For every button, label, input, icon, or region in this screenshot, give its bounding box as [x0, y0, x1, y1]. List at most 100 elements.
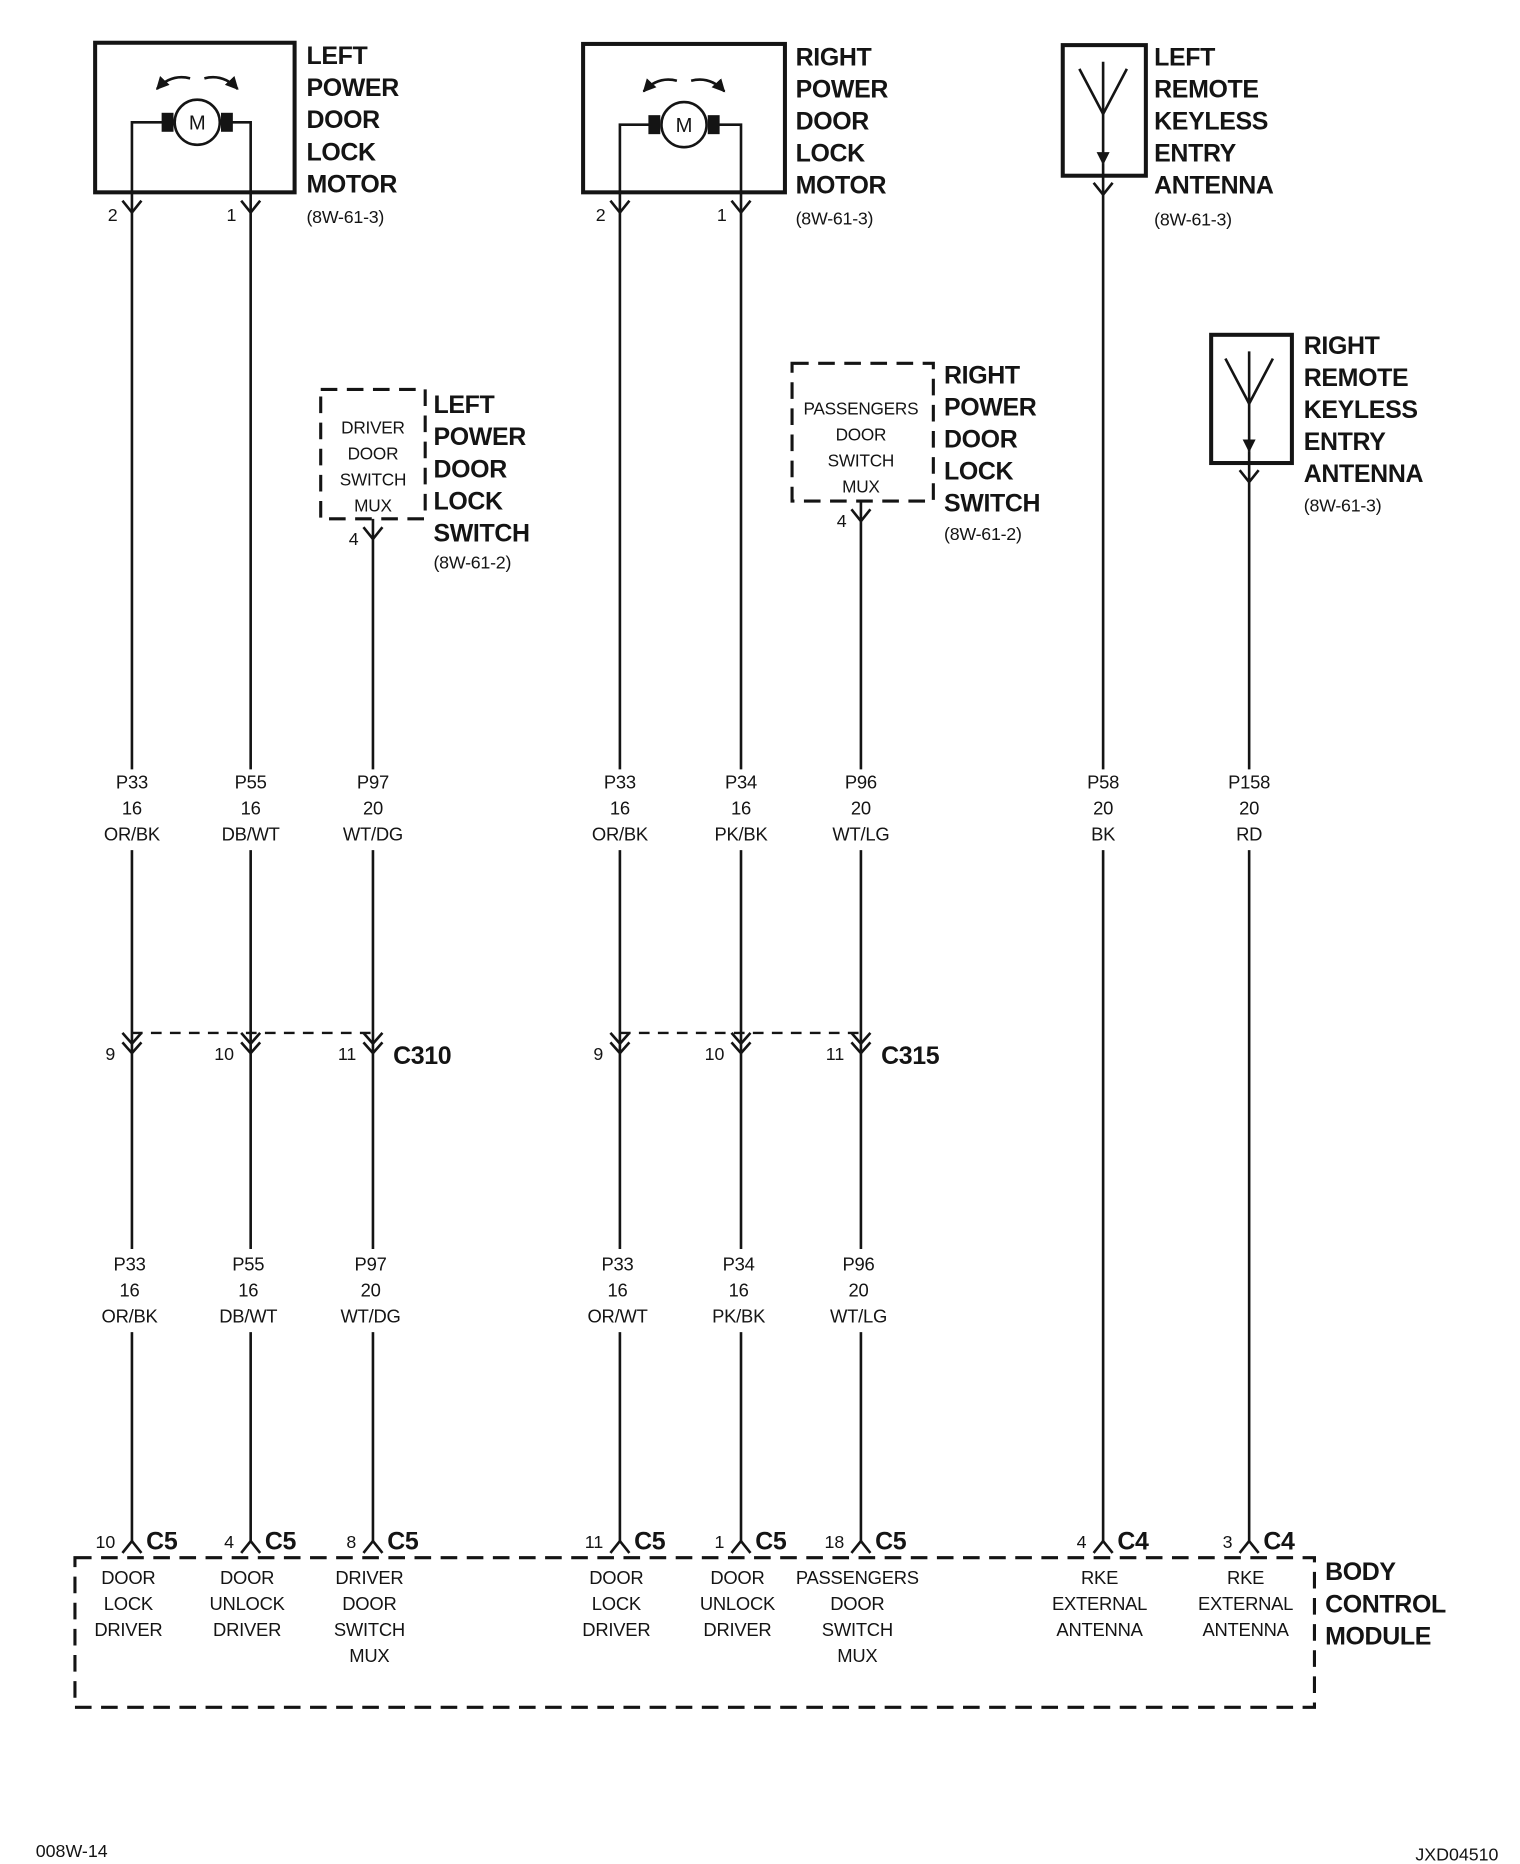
- switch-function-line: DOOR: [836, 424, 887, 444]
- wire-gauge: 20: [1239, 797, 1259, 818]
- pin-number: 11: [826, 1044, 845, 1064]
- wire-color: OR/BK: [104, 824, 161, 845]
- inline-connector-terminal-icon: [362, 1032, 384, 1056]
- bcm-pin-number: 1: [714, 1532, 724, 1552]
- motor-lead-wire: [130, 120, 169, 193]
- wire-gauge: 20: [363, 797, 383, 818]
- bcm-pin-function-line: EXTERNAL: [1198, 1593, 1293, 1614]
- inline-connector-name: C315: [881, 1042, 940, 1070]
- bcm-pin-function-line: DOOR: [710, 1567, 764, 1588]
- bcm-terminal-icon: [121, 1538, 143, 1554]
- component-name-line: SWITCH: [434, 519, 530, 547]
- component-name-line: MOTOR: [796, 172, 887, 200]
- bcm-pin-function-line: MUX: [349, 1645, 389, 1666]
- circuit-id: P33: [602, 1253, 634, 1274]
- component-name-line: LOCK: [944, 458, 1014, 486]
- bcm-pin-function-line: RKE: [1081, 1567, 1118, 1588]
- component-name-line: KEYLESS: [1154, 107, 1268, 135]
- wire-color: RD: [1236, 824, 1262, 845]
- motor-letter: M: [189, 112, 206, 134]
- component-name-line: CONTROL: [1325, 1590, 1446, 1618]
- right-power-door-lock-motor-box: [581, 41, 787, 195]
- motor-lead-wire: [225, 120, 252, 193]
- wire-gauge: 16: [610, 797, 630, 818]
- component-name-line: LOCK: [306, 138, 376, 166]
- wire-gauge: 16: [729, 1279, 749, 1300]
- wire-color: DB/WT: [222, 824, 280, 845]
- wire-color: PK/BK: [715, 824, 769, 845]
- motor-lead-wire: [618, 123, 656, 193]
- motor-icon: [173, 98, 222, 147]
- rotation-arrow-icon: [155, 75, 191, 91]
- bcm-terminal-icon: [730, 1538, 752, 1554]
- pin-number: 1: [227, 205, 237, 225]
- bcm-pin-function-line: MUX: [837, 1645, 877, 1666]
- component-name-line: LEFT: [1154, 43, 1215, 71]
- bcm-terminal-icon: [1092, 1538, 1114, 1554]
- component-name-line: RIGHT: [944, 361, 1020, 389]
- bcm-pin-function-line: DRIVER: [703, 1619, 771, 1640]
- bcm-pin-function-line: DOOR: [830, 1593, 884, 1614]
- wire-color: BK: [1091, 824, 1116, 845]
- component-name-line: DOOR: [306, 106, 380, 134]
- left-power-door-lock-switch-box: [319, 387, 427, 521]
- wire-color: OR/BK: [102, 1306, 159, 1327]
- bcm-terminal-icon: [362, 1538, 384, 1554]
- diagram-id: JXD04510: [1415, 1844, 1498, 1864]
- component-name-line: BODY: [1325, 1558, 1396, 1586]
- motor-icon: [660, 100, 708, 149]
- bcm-pin-function-line: EXTERNAL: [1052, 1593, 1147, 1614]
- circuit-id: P58: [1087, 771, 1119, 792]
- right-power-door-lock-switch: PASSENGERSDOORSWITCHMUX4RIGHTPOWERDOORLO…: [790, 361, 1041, 544]
- right-remote-keyless-entry-antenna-box: [1209, 332, 1294, 466]
- circuit-id: P96: [843, 1253, 875, 1274]
- component-name-line: DOOR: [944, 426, 1018, 454]
- bcm-pin-function-line: LOCK: [104, 1593, 154, 1614]
- motor-brush-terminal: [707, 115, 720, 135]
- component-reference: (8W-61-3): [306, 207, 384, 227]
- circuit-id: P96: [845, 771, 877, 792]
- bcm-pin-number: 4: [1077, 1532, 1087, 1552]
- bcm-connector-name: C5: [875, 1527, 907, 1555]
- pin-number: 9: [105, 1044, 115, 1064]
- bcm-terminal-icon: [1238, 1538, 1260, 1554]
- bcm-pin-function-line: PASSENGERS: [796, 1567, 919, 1588]
- circuit-id: P55: [235, 771, 267, 792]
- motor-brush-terminal: [648, 115, 661, 135]
- rotation-arrow-icon: [690, 78, 726, 93]
- bcm-connector-name: C4: [1263, 1527, 1295, 1555]
- bcm-pin-function-line: SWITCH: [822, 1619, 893, 1640]
- wire-gauge: 16: [241, 797, 261, 818]
- wire-gauge: 20: [1093, 797, 1113, 818]
- bcm-pin-function-line: UNLOCK: [700, 1593, 776, 1614]
- circuit-id: P33: [114, 1253, 146, 1274]
- circuit-id: P34: [723, 1253, 755, 1274]
- component-name-line: LEFT: [434, 391, 495, 419]
- inline-connector-name: C310: [393, 1042, 451, 1070]
- bcm-pin-number: 11: [585, 1532, 604, 1552]
- wire-gauge: 16: [122, 797, 142, 818]
- bcm-connector-name: C5: [146, 1527, 178, 1555]
- motor-lead-wire: [712, 123, 743, 193]
- component-reference: (8W-61-3): [1304, 496, 1382, 516]
- page-code: 008W-14: [36, 1841, 108, 1861]
- wire-gauge: 16: [731, 797, 751, 818]
- component-name-line: MOTOR: [306, 170, 397, 198]
- circuit-id: P158: [1228, 771, 1270, 792]
- circuit-id: P34: [725, 771, 757, 792]
- switch-function-line: DOOR: [348, 443, 399, 463]
- switch-function-line: SWITCH: [340, 470, 406, 490]
- wire-gauge: 16: [608, 1279, 628, 1300]
- component-reference: (8W-61-2): [434, 553, 512, 573]
- rotation-arrow-icon: [204, 75, 239, 91]
- bcm-pin-function-line: DOOR: [220, 1567, 274, 1588]
- component-name-line: POWER: [796, 75, 889, 103]
